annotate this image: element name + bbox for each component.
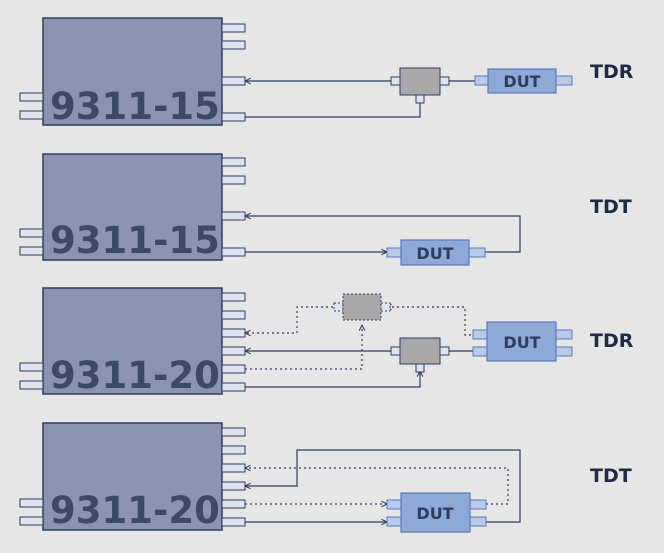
splitter-icon (390, 337, 450, 373)
left-ports (19, 362, 44, 390)
splitter-icon (390, 67, 450, 104)
dut-label: DUT (416, 504, 453, 523)
dut-label: DUT (503, 333, 540, 352)
cable (245, 371, 420, 388)
connector-port (19, 92, 44, 102)
dut-box: DUT (386, 239, 486, 266)
cable (245, 216, 521, 253)
cable-dotted (245, 468, 509, 505)
dut-box: DUT (386, 492, 487, 533)
connector-port (221, 40, 246, 50)
cable-dotted (386, 307, 486, 336)
cable (245, 449, 521, 523)
instrument-model-label: 9311-20 (50, 354, 220, 397)
instrument-model-label: 9311-15 (50, 219, 220, 262)
mode-label: TDR (590, 61, 634, 83)
connector-port (221, 157, 246, 167)
connector-port (19, 246, 44, 256)
connector-port (221, 23, 246, 33)
connector-port (19, 380, 44, 390)
instrument-model-label: 9311-20 (50, 489, 220, 532)
optional-cables (245, 468, 509, 505)
connector-port (221, 328, 246, 338)
connector-port (221, 175, 246, 185)
dut-box: DUT (472, 321, 573, 362)
mode-label: TDR (590, 330, 634, 352)
left-ports (19, 498, 44, 526)
instrument-body (42, 153, 223, 261)
cable-dotted (245, 325, 362, 370)
connector-port (221, 211, 246, 221)
right-ports (221, 427, 246, 527)
right-ports (221, 23, 246, 122)
connector-port (221, 247, 246, 257)
right-ports (221, 157, 246, 257)
connector-port (221, 292, 246, 302)
instrument-body (42, 287, 223, 395)
instrument-body (42, 17, 223, 126)
connector-port (221, 445, 246, 455)
dut-label: DUT (416, 244, 453, 263)
connector-port (221, 382, 246, 392)
cable-dotted (245, 306, 343, 333)
mode-label: TDT (590, 196, 632, 218)
connector-port (19, 516, 44, 526)
cable (245, 97, 420, 118)
splitter-icon-optional (333, 293, 391, 321)
panel-1: 9311-15 DUT TDR (19, 17, 634, 128)
instrument-model-label: 9311-15 (50, 85, 220, 128)
panel-4: 9311-20 DUT TDT (19, 422, 632, 533)
connector-port (19, 498, 44, 508)
dut-box: DUT (474, 68, 573, 94)
connector-port (221, 310, 246, 320)
connector-port (221, 346, 246, 356)
connector-port (221, 76, 246, 86)
connector-port (221, 364, 246, 374)
connector-port (221, 517, 246, 527)
connector-port (221, 499, 246, 509)
left-ports (19, 92, 44, 120)
connector-port (19, 228, 44, 238)
left-ports (19, 228, 44, 256)
connector-port (221, 481, 246, 491)
dut-label: DUT (503, 72, 540, 91)
right-ports (221, 292, 246, 392)
panel-2: 9311-15 DUT TDT (19, 153, 632, 266)
instrument-body (42, 422, 223, 531)
connector-port (19, 362, 44, 372)
mode-label: TDT (590, 465, 632, 487)
connector-port (221, 463, 246, 473)
connector-port (19, 110, 44, 120)
connector-port (221, 427, 246, 437)
connector-port (221, 112, 246, 122)
panel-3: 9311-20 D (19, 287, 634, 397)
